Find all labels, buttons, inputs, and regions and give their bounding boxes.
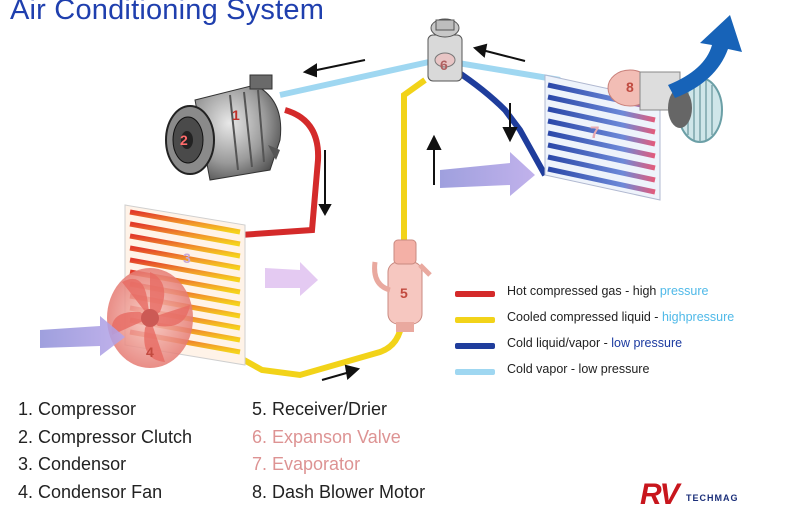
- legend-swatch: [455, 317, 495, 323]
- component-item-text: 8. Dash Blower Motor: [252, 481, 426, 502]
- legend-row: Hot compressed gas - high pressure: [455, 284, 785, 310]
- component-number-3: 3: [183, 250, 191, 266]
- component-item: 3. Condensor: [18, 454, 127, 474]
- legend-label-text: Cold vapor - low pressure: [507, 362, 650, 376]
- legend-swatch: [455, 343, 495, 349]
- liquid-line-bottom: [233, 319, 405, 379]
- component-list-left: 1. Compressor 2. Compressor Clutch 3. Co…: [18, 399, 192, 509]
- legend-swatch: [455, 369, 495, 375]
- compressor: [194, 74, 282, 181]
- component-number-8: 8: [626, 79, 634, 95]
- component-item: 5. Receiver/Drier: [252, 399, 388, 419]
- component-number-6: 6: [440, 57, 448, 73]
- cold-vapor-line-evaporator: [451, 59, 561, 83]
- component-item: 1. Compressor: [18, 399, 137, 419]
- cold-liquid-line: [453, 67, 548, 177]
- airflow-in-arrow: [40, 316, 125, 356]
- component-item: 7. Evaporator: [252, 454, 361, 474]
- component-item: 6. Expanson Valve: [252, 426, 401, 447]
- component-number-7: 7: [590, 123, 599, 142]
- expansion-valve: [427, 18, 463, 82]
- legend-label: Cold liquid/vapor - low pressure: [507, 336, 682, 350]
- publisher-logo: RV TECHMAG: [640, 478, 790, 511]
- component-item: 8. Dash Blower Motor: [252, 482, 425, 510]
- blower-output-arrow: [668, 15, 742, 98]
- flow-arrows: [302, 43, 526, 381]
- logo-brand: RV: [640, 478, 680, 511]
- cold-vapor-line-top: [279, 57, 439, 98]
- component-item: 2. Compressor Clutch: [18, 426, 193, 447]
- legend-swatch: [455, 291, 495, 297]
- legend-label-accent: highpressure: [661, 310, 735, 324]
- legend-row: Cooled compressed liquid - highpressure: [455, 310, 785, 336]
- legend-label: Hot compressed gas - high pressure: [507, 284, 709, 298]
- liquid-line-to-valve: [401, 77, 427, 240]
- legend-label-text: Cooled compressed liquid -: [507, 310, 662, 324]
- component-number-4: 4: [146, 344, 154, 360]
- receiver-drier: [372, 239, 432, 332]
- legend-label-text: Hot compressed gas - high: [507, 284, 660, 298]
- dash-blower-motor: [607, 69, 723, 143]
- airflow-through-arrow: [265, 262, 318, 296]
- hot-gas-line: [239, 107, 322, 238]
- diagram-title: Air Conditioning System: [10, 0, 325, 26]
- legend-label-text: Cold liquid/vapor -: [507, 336, 612, 350]
- compressor-clutch: [165, 105, 215, 175]
- legend-label-accent: pressure: [659, 284, 709, 298]
- legend-label: Cold vapor - low pressure: [507, 362, 649, 376]
- logo-suffix: TECHMAG: [686, 493, 739, 503]
- legend-label-accent: low pressure: [611, 336, 683, 350]
- component-number-2: 2: [180, 132, 188, 148]
- evaporator-airflow-arrow: [440, 152, 535, 196]
- legend-label: Cooled compressed liquid - highpressure: [507, 310, 734, 324]
- condensor-fan: [107, 268, 193, 368]
- component-number-1: 1: [232, 107, 240, 123]
- legend-row: Cold liquid/vapor - low pressure: [455, 336, 785, 362]
- legend-row: Cold vapor - low pressure: [455, 362, 785, 388]
- component-item: 4. Condensor Fan: [18, 481, 163, 502]
- component-list-right: 5. Receiver/Drier 6. Expanson Valve 7. E…: [252, 399, 425, 509]
- component-number-5: 5: [400, 285, 408, 301]
